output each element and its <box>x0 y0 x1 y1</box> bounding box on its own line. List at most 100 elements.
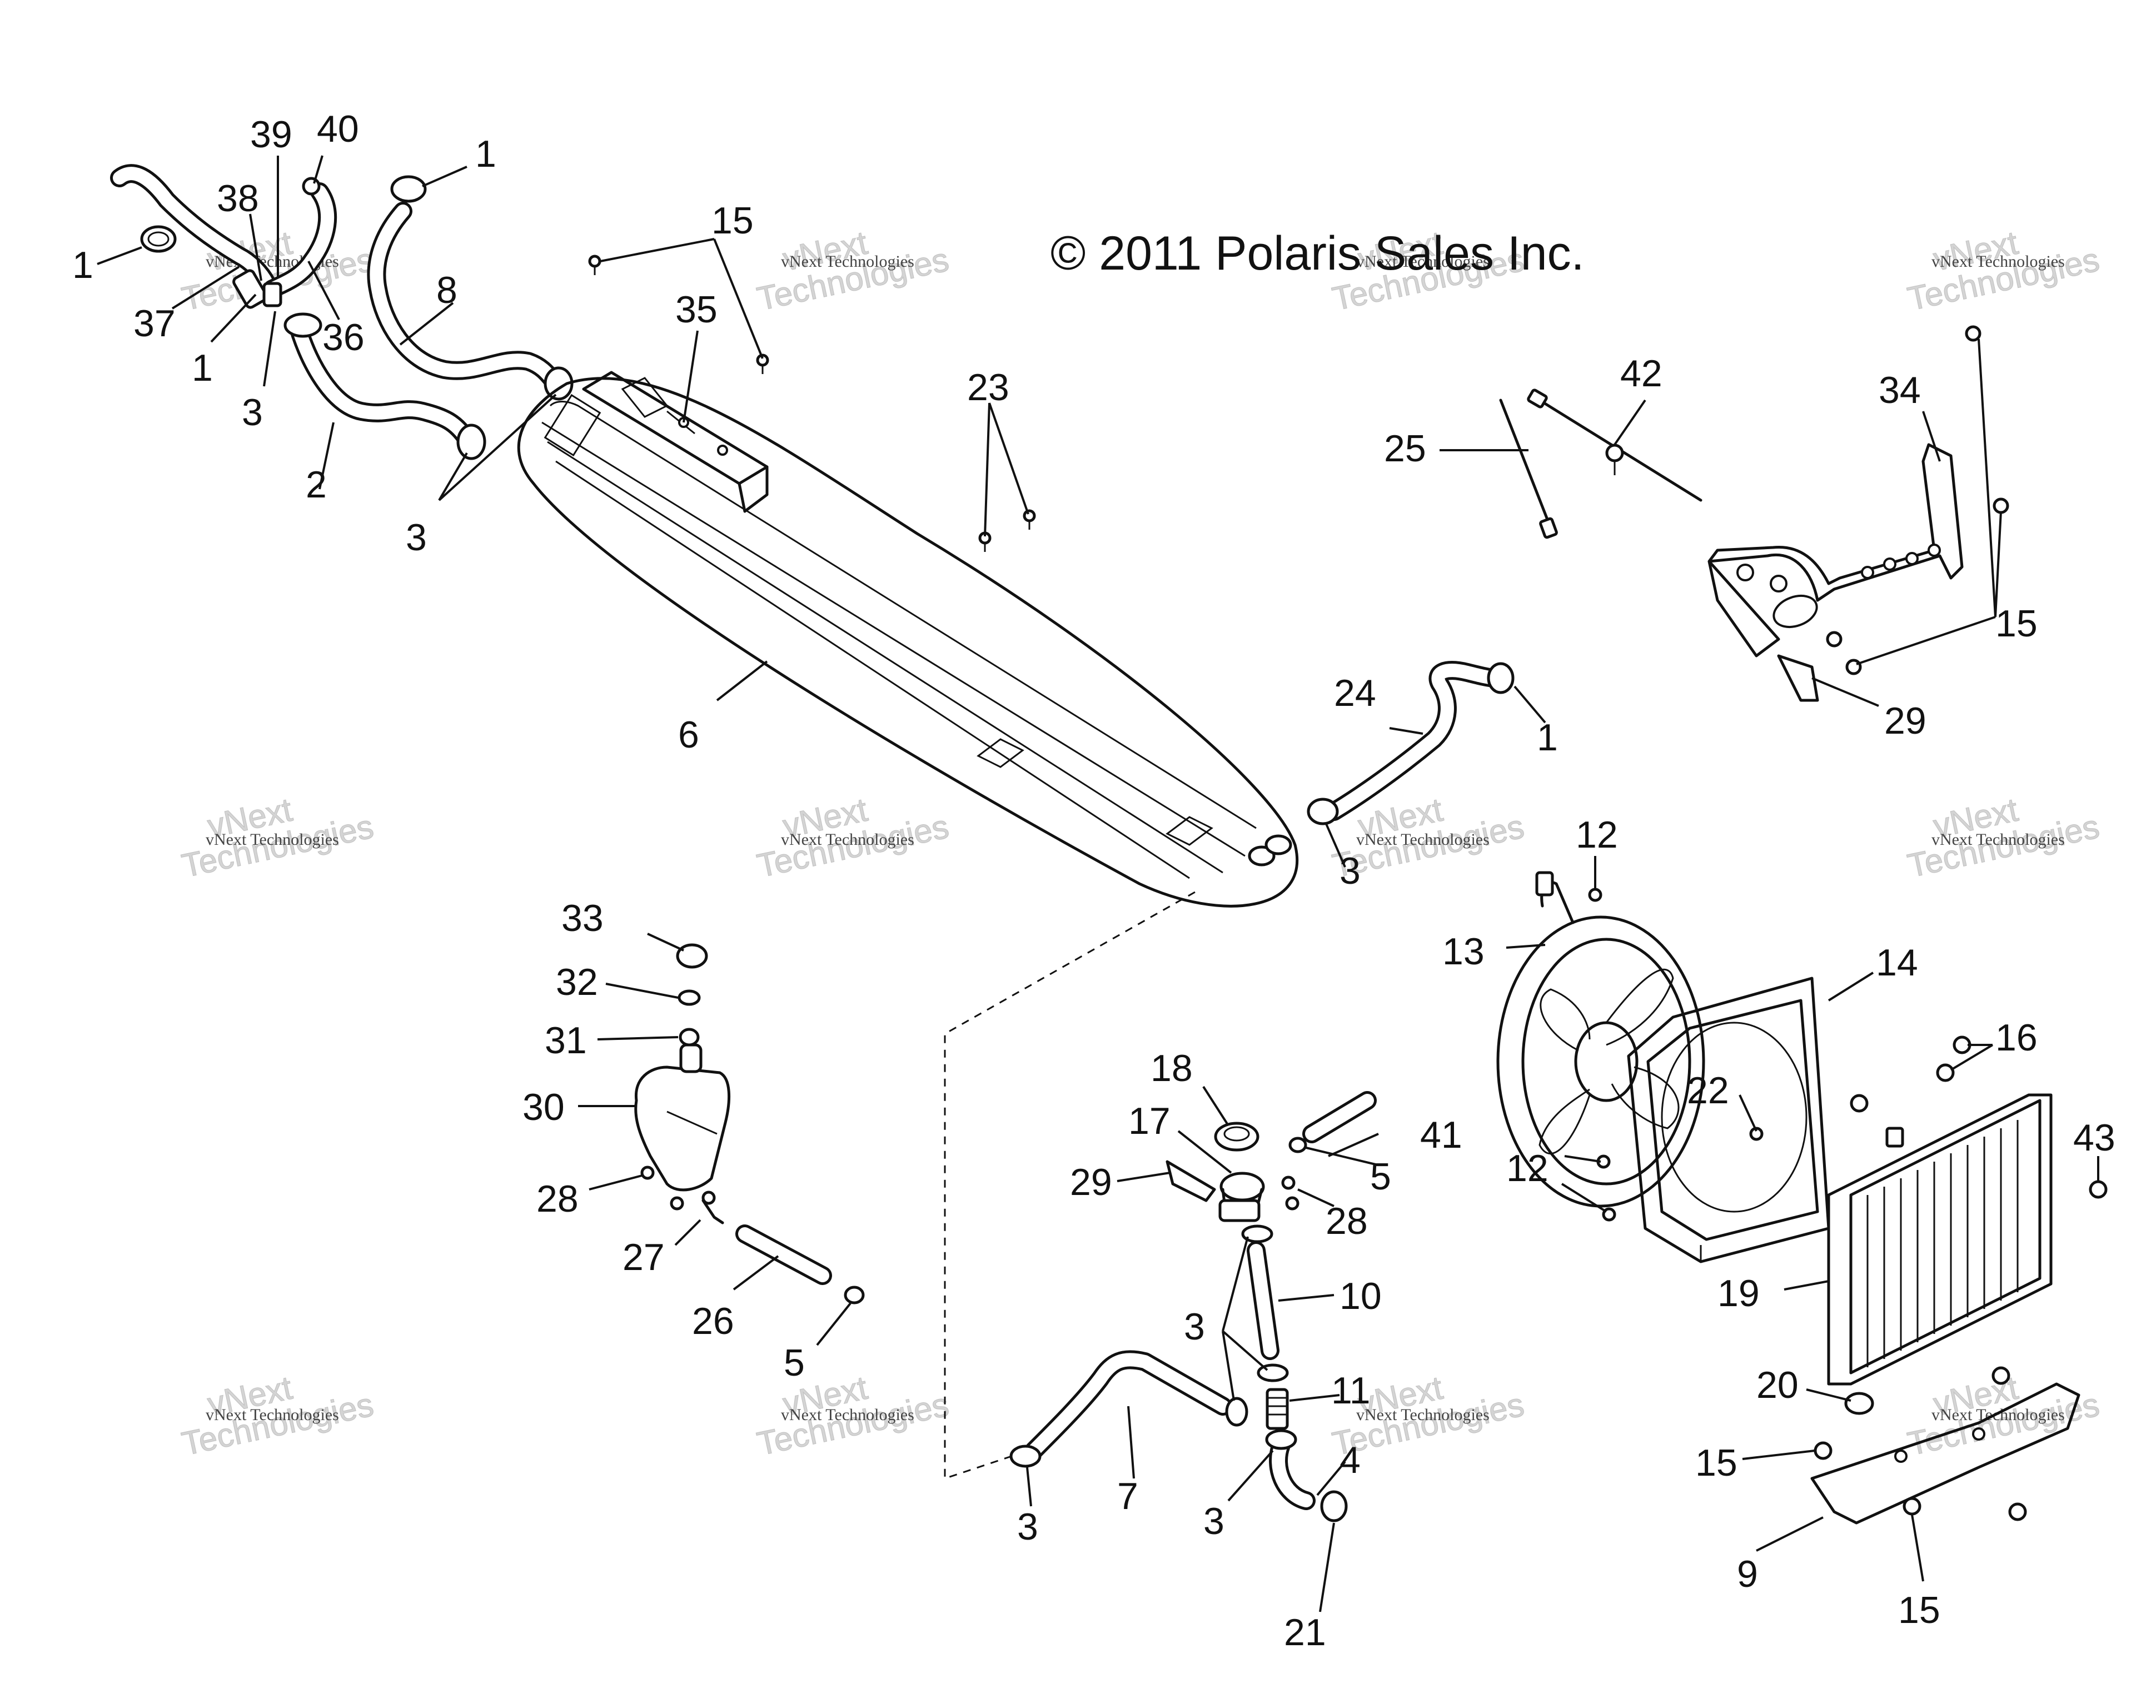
callout-3: 3 <box>1203 1500 1224 1542</box>
hose-10 <box>1247 1241 1279 1360</box>
callout-25: 25 <box>1384 427 1426 470</box>
clamp-3-hose7-left <box>1009 1445 1042 1468</box>
callout-39: 39 <box>250 113 292 156</box>
hose-clamp-1-right <box>1487 662 1515 694</box>
cable-tie-42 <box>1527 389 1702 502</box>
watermark-small: vNext Technologies <box>1356 830 1490 849</box>
hose-8 <box>367 202 565 393</box>
callout-3: 3 <box>242 391 263 434</box>
watermark-small: vNext Technologies <box>206 830 339 849</box>
hose-2 <box>291 324 476 449</box>
callout-15: 15 <box>711 200 754 242</box>
callout-27: 27 <box>623 1236 665 1278</box>
screw-28-reservoir-a <box>640 1166 655 1180</box>
callout-1: 1 <box>192 347 213 389</box>
callout-13: 13 <box>1442 930 1485 973</box>
watermark-small: vNext Technologies <box>1931 252 2065 271</box>
callout-20: 20 <box>1756 1364 1799 1406</box>
reference-dashed-line <box>944 891 1196 1480</box>
hose-24 <box>1325 661 1505 821</box>
callout-29: 29 <box>1070 1161 1112 1203</box>
callout-7: 7 <box>1117 1475 1138 1517</box>
reservoir-30 <box>634 1043 730 1192</box>
callout-3: 3 <box>1340 850 1361 892</box>
bracket-29-top <box>1777 654 1819 702</box>
hose-clamp-1-top <box>390 175 427 203</box>
clamp-3-hose4 <box>1265 1429 1297 1450</box>
screw-22 <box>1749 1127 1764 1141</box>
copyright-text: © 2011 Polaris Sales Inc. <box>1050 227 1585 280</box>
callout-33: 33 <box>561 897 604 939</box>
callout-3: 3 <box>406 516 427 559</box>
callout-28: 28 <box>536 1178 579 1220</box>
callout-6: 6 <box>678 714 699 756</box>
callout-5: 5 <box>784 1342 805 1384</box>
callout-15: 15 <box>1898 1589 1940 1631</box>
hose-37 <box>110 164 276 293</box>
leader-lines <box>97 155 2099 1612</box>
callout-1: 1 <box>72 244 93 286</box>
hose-clamp-3-right <box>1307 798 1339 825</box>
elbow-27 <box>701 1191 724 1224</box>
filler-neck-17 <box>1218 1172 1265 1222</box>
bolt-15-lower-a <box>1814 1441 1833 1460</box>
callout-5: 5 <box>1370 1156 1391 1198</box>
fan-assembly-13 <box>1496 871 1705 1208</box>
bolt-15-bracket-b <box>1993 497 2009 514</box>
watermark-small: vNext Technologies <box>781 252 914 271</box>
bolt-15-lower-d <box>1991 1366 2010 1385</box>
grommet-20 <box>1844 1392 1874 1415</box>
nut-16-c <box>1850 1094 1869 1113</box>
radiator-cap-18 <box>1214 1122 1259 1152</box>
callout-3: 3 <box>1184 1306 1205 1348</box>
callout-14: 14 <box>1876 942 1918 984</box>
cable-tie-25 <box>1499 399 1558 539</box>
bolt-15-lower-b <box>1903 1497 1921 1516</box>
tee-fitting-38-39 <box>232 269 282 309</box>
callout-10: 10 <box>1340 1275 1382 1317</box>
reservoir-cap-33 <box>676 943 708 969</box>
callout-30: 30 <box>522 1086 565 1128</box>
callout-1: 1 <box>1537 716 1558 759</box>
callout-41: 41 <box>1420 1114 1462 1156</box>
bolt-15-bracket-d <box>1845 659 1862 675</box>
neck-31 <box>679 1028 700 1047</box>
screw-28-centre-a <box>1281 1176 1296 1190</box>
fitting-40 <box>302 177 321 196</box>
callout-18: 18 <box>1151 1047 1193 1089</box>
callout-15: 15 <box>1995 602 2038 645</box>
callout-12: 12 <box>1576 814 1618 856</box>
callout-34: 34 <box>1879 369 1921 411</box>
callout-19: 19 <box>1717 1272 1760 1314</box>
callout-42: 42 <box>1620 352 1662 395</box>
callout-16: 16 <box>1995 1017 2038 1059</box>
nut-16-a <box>1953 1035 1971 1054</box>
callout-8: 8 <box>436 269 457 311</box>
radiator-19 <box>1827 1093 2053 1386</box>
clamp-3-hose7-right <box>1225 1397 1248 1427</box>
hose-7 <box>1024 1350 1232 1460</box>
callout-23: 23 <box>967 366 1009 409</box>
screw-12-top <box>1588 888 1602 902</box>
callout-3: 3 <box>1017 1506 1038 1548</box>
screw-28-reservoir-b <box>670 1196 684 1211</box>
watermark-layer: vNext Technologies vNext Technologies vN… <box>178 223 2103 1463</box>
callout-1: 1 <box>475 133 496 175</box>
callout-38: 38 <box>217 177 259 220</box>
rivet-23-b <box>1023 509 1036 530</box>
clamp-5-reservoir <box>844 1286 865 1304</box>
hose-clamp-3-upper <box>283 312 486 460</box>
clamp-21 <box>1320 1490 1348 1522</box>
hose-4 <box>1269 1436 1316 1510</box>
watermark-small: vNext Technologies <box>1356 252 1490 271</box>
callout-21: 21 <box>1284 1611 1326 1654</box>
callout-37: 37 <box>133 302 176 345</box>
bolt-15-bracket-c <box>1826 631 1843 648</box>
watermark-small: vNext Technologies <box>1356 1406 1490 1424</box>
callout-4: 4 <box>1340 1439 1361 1481</box>
callout-9: 9 <box>1737 1553 1758 1595</box>
callout-15: 15 <box>1695 1442 1737 1484</box>
callout-12: 12 <box>1506 1147 1548 1189</box>
watermark-small: vNext Technologies <box>1931 830 2065 849</box>
watermark-small: vNext Technologies <box>1931 1406 2065 1424</box>
